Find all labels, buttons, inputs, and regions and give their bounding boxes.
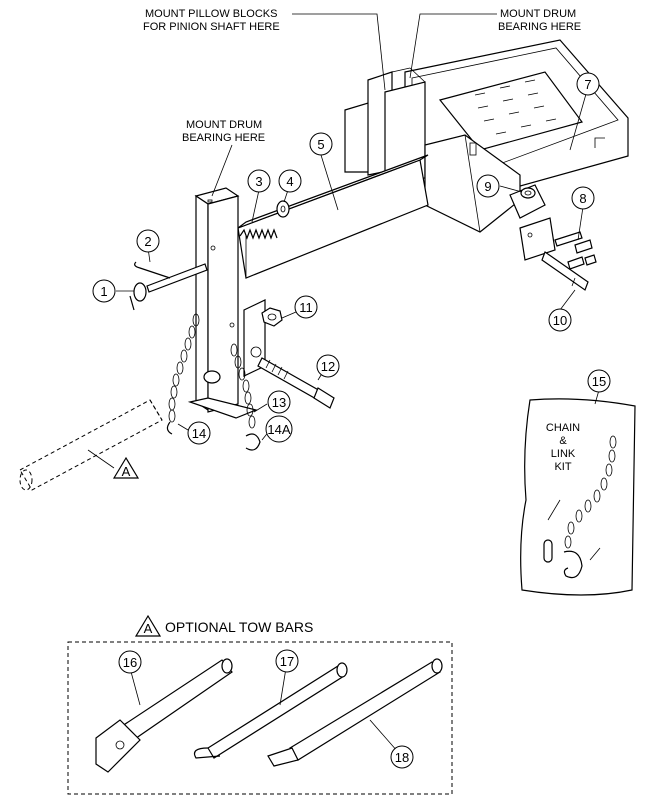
svg-text:8: 8 <box>579 191 586 206</box>
part-bubble-15: 15 <box>587 369 611 393</box>
svg-text:7: 7 <box>584 77 591 92</box>
bolts-8 <box>554 231 597 270</box>
kit-line-3: LINK <box>551 448 576 460</box>
part-bubble-4: 4 <box>278 169 302 193</box>
optional-tow-bars-box <box>67 641 453 795</box>
left-post <box>187 187 258 419</box>
part-bubble-18: 18 <box>390 745 414 769</box>
callout-chain-kit: CHAIN & LINK KIT <box>546 422 580 473</box>
tow-ref-triangle: A <box>112 456 140 479</box>
svg-text:5: 5 <box>317 137 324 152</box>
optional-marker: A <box>144 621 153 636</box>
pinion-shaft <box>541 251 589 291</box>
callout-line-2: BEARING HERE <box>182 132 265 144</box>
part-bubble-7: 7 <box>576 72 600 96</box>
svg-text:17: 17 <box>280 654 294 669</box>
svg-text:12: 12 <box>321 359 335 374</box>
svg-text:18: 18 <box>395 750 409 765</box>
chain-left <box>166 313 200 435</box>
svg-text:A: A <box>122 464 131 479</box>
nut-9 <box>520 187 536 199</box>
optional-title-text: OPTIONAL TOW BARS <box>165 619 313 635</box>
kit-line-2: & <box>559 435 567 447</box>
bolt-12 <box>257 357 335 409</box>
svg-text:16: 16 <box>123 655 137 670</box>
nut-11 <box>261 307 283 327</box>
part-bubble-16: 16 <box>118 650 142 674</box>
tow-bar-16 <box>95 658 233 773</box>
part-bubble-2: 2 <box>136 229 160 253</box>
callout-line-2: FOR PINION SHAFT HERE <box>143 21 280 33</box>
svg-text:14: 14 <box>192 426 206 441</box>
svg-text:13: 13 <box>272 395 286 410</box>
part-bubble-9: 9 <box>476 174 500 198</box>
callout-line-2: BEARING HERE <box>498 21 581 33</box>
part-bubble-5: 5 <box>309 132 333 156</box>
part-bubble-3: 3 <box>247 169 271 193</box>
cotter-pin-2 <box>134 261 171 279</box>
svg-text:11: 11 <box>299 300 313 315</box>
lock-pin-1 <box>129 263 208 311</box>
part-bubble-17: 17 <box>275 649 299 673</box>
tow-bar-18 <box>267 658 443 767</box>
part-bubble-14: 14 <box>187 421 211 445</box>
chain-right <box>230 343 261 451</box>
kit-line-1: CHAIN <box>546 422 580 434</box>
svg-text:2: 2 <box>144 234 151 249</box>
optional-title: A OPTIONAL TOW BARS <box>134 614 313 637</box>
chain-link-kit-card <box>520 398 636 596</box>
svg-text:15: 15 <box>592 374 606 389</box>
svg-text:10: 10 <box>553 313 567 328</box>
tow-bar-17 <box>193 662 348 759</box>
callout-line-1: MOUNT PILLOW BLOCKS <box>145 8 277 20</box>
svg-text:4: 4 <box>286 174 293 189</box>
part-bubble-1: 1 <box>92 279 116 303</box>
part-bubble-13: 13 <box>267 390 291 414</box>
callout-line-1: MOUNT DRUM <box>186 119 262 131</box>
washer-4 <box>276 200 290 218</box>
svg-text:1: 1 <box>100 284 107 299</box>
tow-bar-phantom <box>19 399 163 491</box>
callout-drum-bearing-top: MOUNT DRUM BEARING HERE <box>498 8 581 33</box>
spring-3 <box>239 228 278 240</box>
svg-text:9: 9 <box>484 179 491 194</box>
callout-drum-bearing-left: MOUNT DRUM BEARING HERE <box>182 119 265 144</box>
svg-text:3: 3 <box>255 174 262 189</box>
part-bubble-10: 10 <box>548 308 572 332</box>
part-bubble-12: 12 <box>316 354 340 378</box>
part-bubble-14a: 14A <box>265 415 293 443</box>
part-bubble-8: 8 <box>571 186 595 210</box>
kit-line-4: KIT <box>554 461 571 473</box>
svg-text:14A: 14A <box>267 422 290 437</box>
part-bubble-11: 11 <box>294 295 318 319</box>
pillow-block-upright <box>344 67 426 183</box>
callout-line-1: MOUNT DRUM <box>500 8 576 20</box>
callout-pillow-blocks: MOUNT PILLOW BLOCKS FOR PINION SHAFT HER… <box>143 8 280 33</box>
